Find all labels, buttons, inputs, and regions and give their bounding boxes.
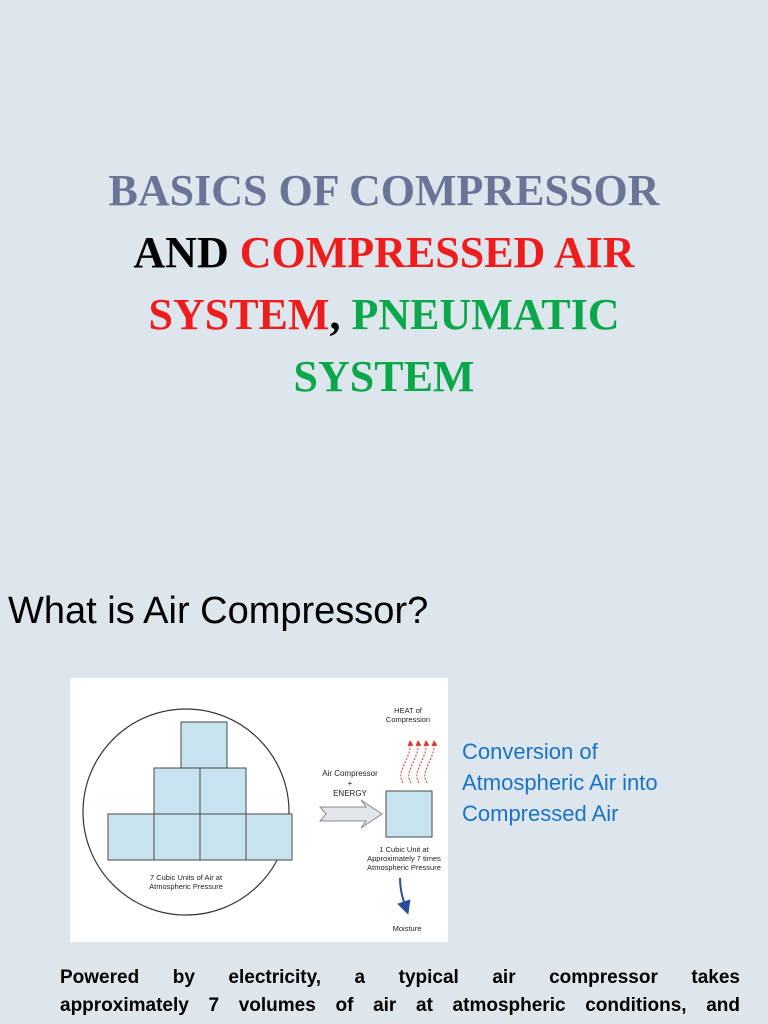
compression-diagram-svg: 7 Cubic Units of Air at Atmospheric Pres… bbox=[82, 706, 441, 933]
title-compressed-air: COMPRESSED AIR bbox=[239, 228, 635, 277]
heat-label: Compression bbox=[386, 715, 430, 724]
moisture-arrow-icon bbox=[397, 877, 411, 915]
cube bbox=[107, 813, 155, 861]
title-basics: BASICS OF COMPRESSOR bbox=[108, 166, 660, 215]
title-line-2: AND COMPRESSED AIR bbox=[0, 222, 768, 284]
cube bbox=[245, 813, 293, 861]
cubic-left-label: Atmospheric Pressure bbox=[149, 882, 223, 891]
title-line-4: SYSTEM bbox=[0, 346, 768, 408]
cubic-right-label: Approximately 7 times bbox=[367, 854, 441, 863]
heat-arrows-icon bbox=[400, 740, 438, 784]
atmosphere-circle bbox=[82, 708, 290, 916]
title-system-red: SYSTEM bbox=[148, 290, 330, 339]
paragraph-line: Powered by electricity, a typical air co… bbox=[60, 967, 740, 988]
cubic-right-label: Atmospheric Pressure bbox=[367, 863, 441, 872]
compression-diagram: 7 Cubic Units of Air at Atmospheric Pres… bbox=[70, 678, 448, 942]
compressed-cube bbox=[385, 790, 433, 838]
section-heading: What is Air Compressor? bbox=[8, 590, 429, 632]
cubic-left-label: 7 Cubic Units of Air at bbox=[150, 873, 223, 882]
body-paragraph: Powered by electricity, a typical air co… bbox=[60, 964, 740, 1020]
cube-pyramid bbox=[107, 721, 293, 861]
diagram-caption: Conversion of Atmospheric Air into Compr… bbox=[462, 736, 752, 829]
cube bbox=[153, 767, 201, 815]
cubic-right-label: 1 Cubic Unit at bbox=[379, 845, 429, 854]
cube bbox=[180, 721, 228, 769]
cube bbox=[199, 813, 247, 861]
title-line-3: SYSTEM, PNEUMATIC bbox=[0, 284, 768, 346]
title-system-green: SYSTEM bbox=[293, 352, 475, 401]
caption-line: Compressed Air bbox=[462, 801, 619, 826]
compressor-label: + bbox=[348, 779, 353, 788]
cube bbox=[199, 767, 247, 815]
title-pneumatic: PNEUMATIC bbox=[351, 290, 620, 339]
moisture-label: Moisture bbox=[393, 924, 422, 933]
compressor-label: ENERGY bbox=[333, 789, 367, 798]
title-and: AND bbox=[133, 228, 229, 277]
paragraph-line: approximately 7 volumes of air at atmosp… bbox=[60, 995, 740, 1016]
caption-line: Atmospheric Air into bbox=[462, 770, 658, 795]
cube bbox=[153, 813, 201, 861]
caption-line: Conversion of bbox=[462, 739, 598, 764]
title-line-1: BASICS OF COMPRESSOR bbox=[0, 160, 768, 222]
energy-arrow-icon bbox=[318, 799, 383, 829]
title-comma: , bbox=[329, 290, 341, 339]
title-block: BASICS OF COMPRESSOR AND COMPRESSED AIR … bbox=[0, 160, 768, 408]
compressor-label: Air Compressor bbox=[322, 769, 378, 778]
heat-label: HEAT of bbox=[394, 706, 423, 715]
